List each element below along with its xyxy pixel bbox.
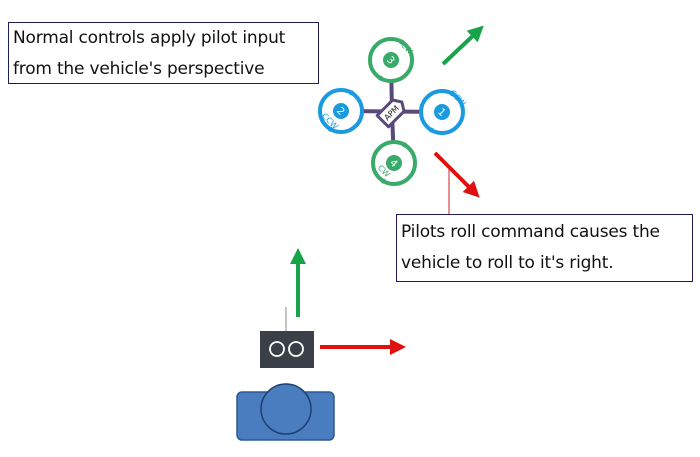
right-stick-icon bbox=[288, 341, 304, 357]
rotation-direction-icon bbox=[349, 90, 354, 96]
motor-hub bbox=[383, 52, 399, 68]
callout-normal-controls: Normal controls apply pilot input from t… bbox=[8, 22, 319, 84]
motor-hub bbox=[333, 103, 349, 119]
callout-bottom-line1: Pilots roll command causes the bbox=[401, 222, 660, 242]
rotation-direction-icon bbox=[429, 127, 434, 133]
callout-top-line1: Normal controls apply pilot input bbox=[13, 28, 286, 48]
transmitter bbox=[260, 331, 314, 368]
left-stick-icon bbox=[269, 341, 285, 357]
motor-4: 4CW bbox=[371, 140, 417, 186]
rotation-direction-icon bbox=[399, 39, 404, 45]
pilot-figure bbox=[236, 383, 335, 441]
motor-hub bbox=[386, 155, 402, 171]
rotation-direction-icon bbox=[450, 91, 455, 97]
motor-hub bbox=[434, 104, 450, 120]
vehicle-forward-arrow bbox=[441, 25, 484, 66]
apm-controller: APM bbox=[375, 98, 406, 129]
rotation-direction-icon bbox=[381, 178, 386, 184]
vehicle-roll-right-arrow bbox=[433, 151, 480, 198]
pilot-head bbox=[260, 383, 312, 435]
motor-3: 3CW bbox=[368, 37, 415, 83]
rotation-direction-icon bbox=[328, 126, 333, 132]
callout-bottom-line2: vehicle to roll to it's right. bbox=[401, 253, 614, 273]
rotation-direction-icon bbox=[378, 75, 383, 81]
callout-top-line2: from the vehicle's perspective bbox=[13, 59, 265, 79]
rotation-direction-icon bbox=[402, 142, 407, 148]
callout-roll-command: Pilots roll command causes the vehicle t… bbox=[396, 214, 693, 282]
